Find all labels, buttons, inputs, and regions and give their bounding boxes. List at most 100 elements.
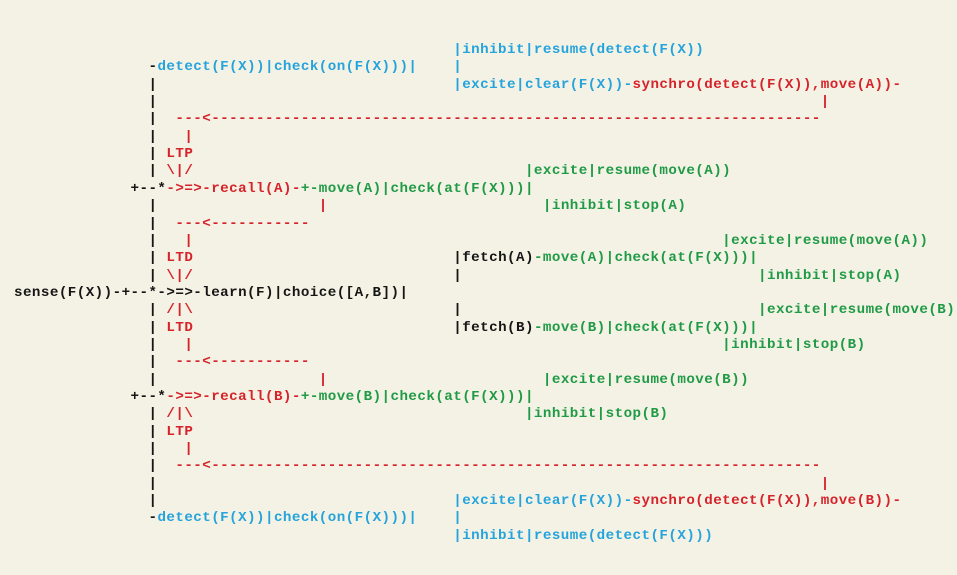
diagram-line: | |excite|clear(F(X))-synchro(detect(F(X…: [14, 77, 901, 94]
diagram-line: | /|\ |inhibit|stop(B): [14, 406, 668, 423]
diagram-line: | |: [14, 441, 193, 458]
diagram-token: |inhibit|resume(detect(F(X)): [453, 42, 705, 58]
diagram-token: |: [157, 475, 830, 492]
diagram-token: |: [14, 423, 167, 440]
diagram-token: |: [14, 406, 167, 423]
diagram-line: | |: [14, 129, 193, 146]
diagram-token: [417, 510, 453, 526]
diagram-token: |: [14, 198, 158, 215]
diagram-token: |excite|resume(move(B)): [758, 302, 957, 319]
diagram-token: |: [193, 250, 463, 267]
diagram-token: LTD: [166, 319, 194, 336]
diagram-line: | ---<-----------: [14, 216, 310, 233]
diagram-token: detect(F(X))|check(on(F(X)))|: [157, 59, 418, 76]
diagram-token: |: [157, 94, 830, 111]
diagram-line: | LTD |fetch(B)-move(B)|check(at(F(X)))|: [14, 320, 758, 337]
diagram-token: |: [193, 319, 463, 336]
diagram-line: |inhibit|resume(detect(F(X)): [14, 42, 704, 59]
diagram-token: |: [14, 163, 167, 180]
diagram-token: [193, 163, 525, 179]
diagram-line: | | |excite|resume(move(A)): [14, 233, 928, 250]
diagram-token: |: [157, 441, 194, 458]
diagram-line: | |excite|clear(F(X))-synchro(detect(F(X…: [14, 493, 901, 510]
diagram-token: +--*: [14, 389, 167, 405]
diagram-token: -move(A)|check(at(F(X)))|: [533, 250, 759, 267]
diagram-token: [14, 528, 453, 544]
diagram-line: | ---<----------------------------------…: [14, 458, 821, 475]
diagram-token: |excite|resume(move(A)): [524, 163, 732, 180]
diagram-line: | |: [14, 94, 830, 111]
diagram-line: | LTP: [14, 146, 193, 163]
diagram-token: LTP: [166, 146, 194, 163]
diagram-token: |inhibit|stop(A): [542, 198, 687, 215]
diagram-token: |: [14, 302, 167, 319]
diagram-token: |: [318, 371, 328, 388]
diagram-token: |: [318, 198, 328, 215]
diagram-token: fetch(A): [462, 250, 534, 267]
diagram-token: |: [14, 267, 167, 284]
diagram-token: /|\: [166, 302, 194, 319]
diagram-token: fetch(B): [462, 319, 534, 336]
diagram-token: |: [453, 510, 463, 527]
diagram-line: |inhibit|resume(detect(F(X))): [14, 528, 713, 545]
diagram-line: | \|/ |excite|resume(move(A)): [14, 163, 731, 180]
diagram-token: |: [14, 128, 158, 145]
diagram-token: ---<-----------: [157, 354, 310, 371]
diagram-line: | /|\ | |excite|resume(move(B)): [14, 302, 957, 319]
diagram-token: |excite|resume(move(A)): [722, 232, 929, 249]
diagram-token: ---<------------------------------------…: [157, 111, 821, 128]
diagram-token: detect(F(X))|check(on(F(X)))|: [157, 510, 418, 527]
diagram-token: |: [14, 94, 158, 111]
diagram-token: |: [14, 111, 158, 128]
diagram-token: |: [14, 146, 167, 163]
diagram-token: \|/: [166, 163, 194, 180]
diagram-token: [157, 372, 318, 388]
diagram-token: |inhibit|stop(A): [758, 267, 902, 284]
diagram-line: -detect(F(X))|check(on(F(X)))| |: [14, 510, 462, 527]
diagram-token: [14, 42, 453, 58]
diagram-token: +--*: [14, 180, 167, 197]
diagram-line: | \|/ | |inhibit|stop(A): [14, 268, 901, 285]
diagram-line: +--*->=>-recall(B)-+-move(B)|check(at(F(…: [14, 389, 534, 406]
diagram-token: [157, 198, 318, 214]
diagram-token: LTD: [166, 250, 194, 267]
diagram-token: ->=>-recall(B)-: [166, 389, 301, 405]
diagram-token: |excite|resume(move(B)): [542, 371, 750, 388]
diagram-token: |excite|clear(F(X))-: [453, 493, 633, 510]
diagram-token: ->=>-recall(A)-: [166, 180, 301, 197]
diagram-token: -: [14, 59, 158, 76]
diagram-token: /|\: [166, 406, 194, 423]
diagram-token: +-move(A)|check(at(F(X)))|: [300, 180, 534, 197]
diagram-token: |: [14, 493, 158, 510]
diagram-token: [328, 198, 543, 214]
diagram-token: [462, 268, 758, 284]
diagram-token: |: [14, 458, 158, 475]
diagram-token: synchro(detect(F(X)),move(A))-: [632, 76, 902, 93]
diagram-token: [193, 406, 525, 422]
diagram-token: |inhibit|resume(detect(F(X))): [453, 527, 714, 544]
diagram-line: | ---<-----------: [14, 354, 310, 371]
diagram-token: |: [14, 371, 158, 388]
diagram-token: sense(F(X))-+--*->=>-learn(F)|choice([A,…: [14, 284, 409, 301]
diagram-line: +--*->=>-recall(A)-+-move(A)|check(at(F(…: [14, 181, 534, 198]
diagram-token: |: [14, 76, 158, 93]
diagram-token: |inhibit|stop(B): [524, 406, 669, 423]
diagram-token: [157, 493, 453, 509]
diagram-token: -: [14, 510, 158, 527]
diagram-token: |: [14, 336, 158, 353]
diagram-token: [193, 233, 722, 249]
diagram-token: \|/: [166, 267, 194, 284]
diagram-token: LTP: [166, 423, 194, 440]
diagram-line: -detect(F(X))|check(on(F(X)))| |: [14, 59, 462, 76]
diagram-token: [417, 59, 453, 75]
diagram-token: |: [14, 319, 167, 336]
diagram-line: | LTD |fetch(A)-move(A)|check(at(F(X)))|: [14, 250, 758, 267]
diagram-token: |: [14, 232, 158, 249]
diagram-token: |: [14, 250, 167, 267]
diagram-line: | LTP: [14, 424, 193, 441]
diagram-line: sense(F(X))-+--*->=>-learn(F)|choice([A,…: [14, 285, 408, 302]
diagram-token: [328, 372, 543, 388]
diagram-line: | ---<----------------------------------…: [14, 111, 821, 128]
diagram-line: | |: [14, 476, 830, 493]
